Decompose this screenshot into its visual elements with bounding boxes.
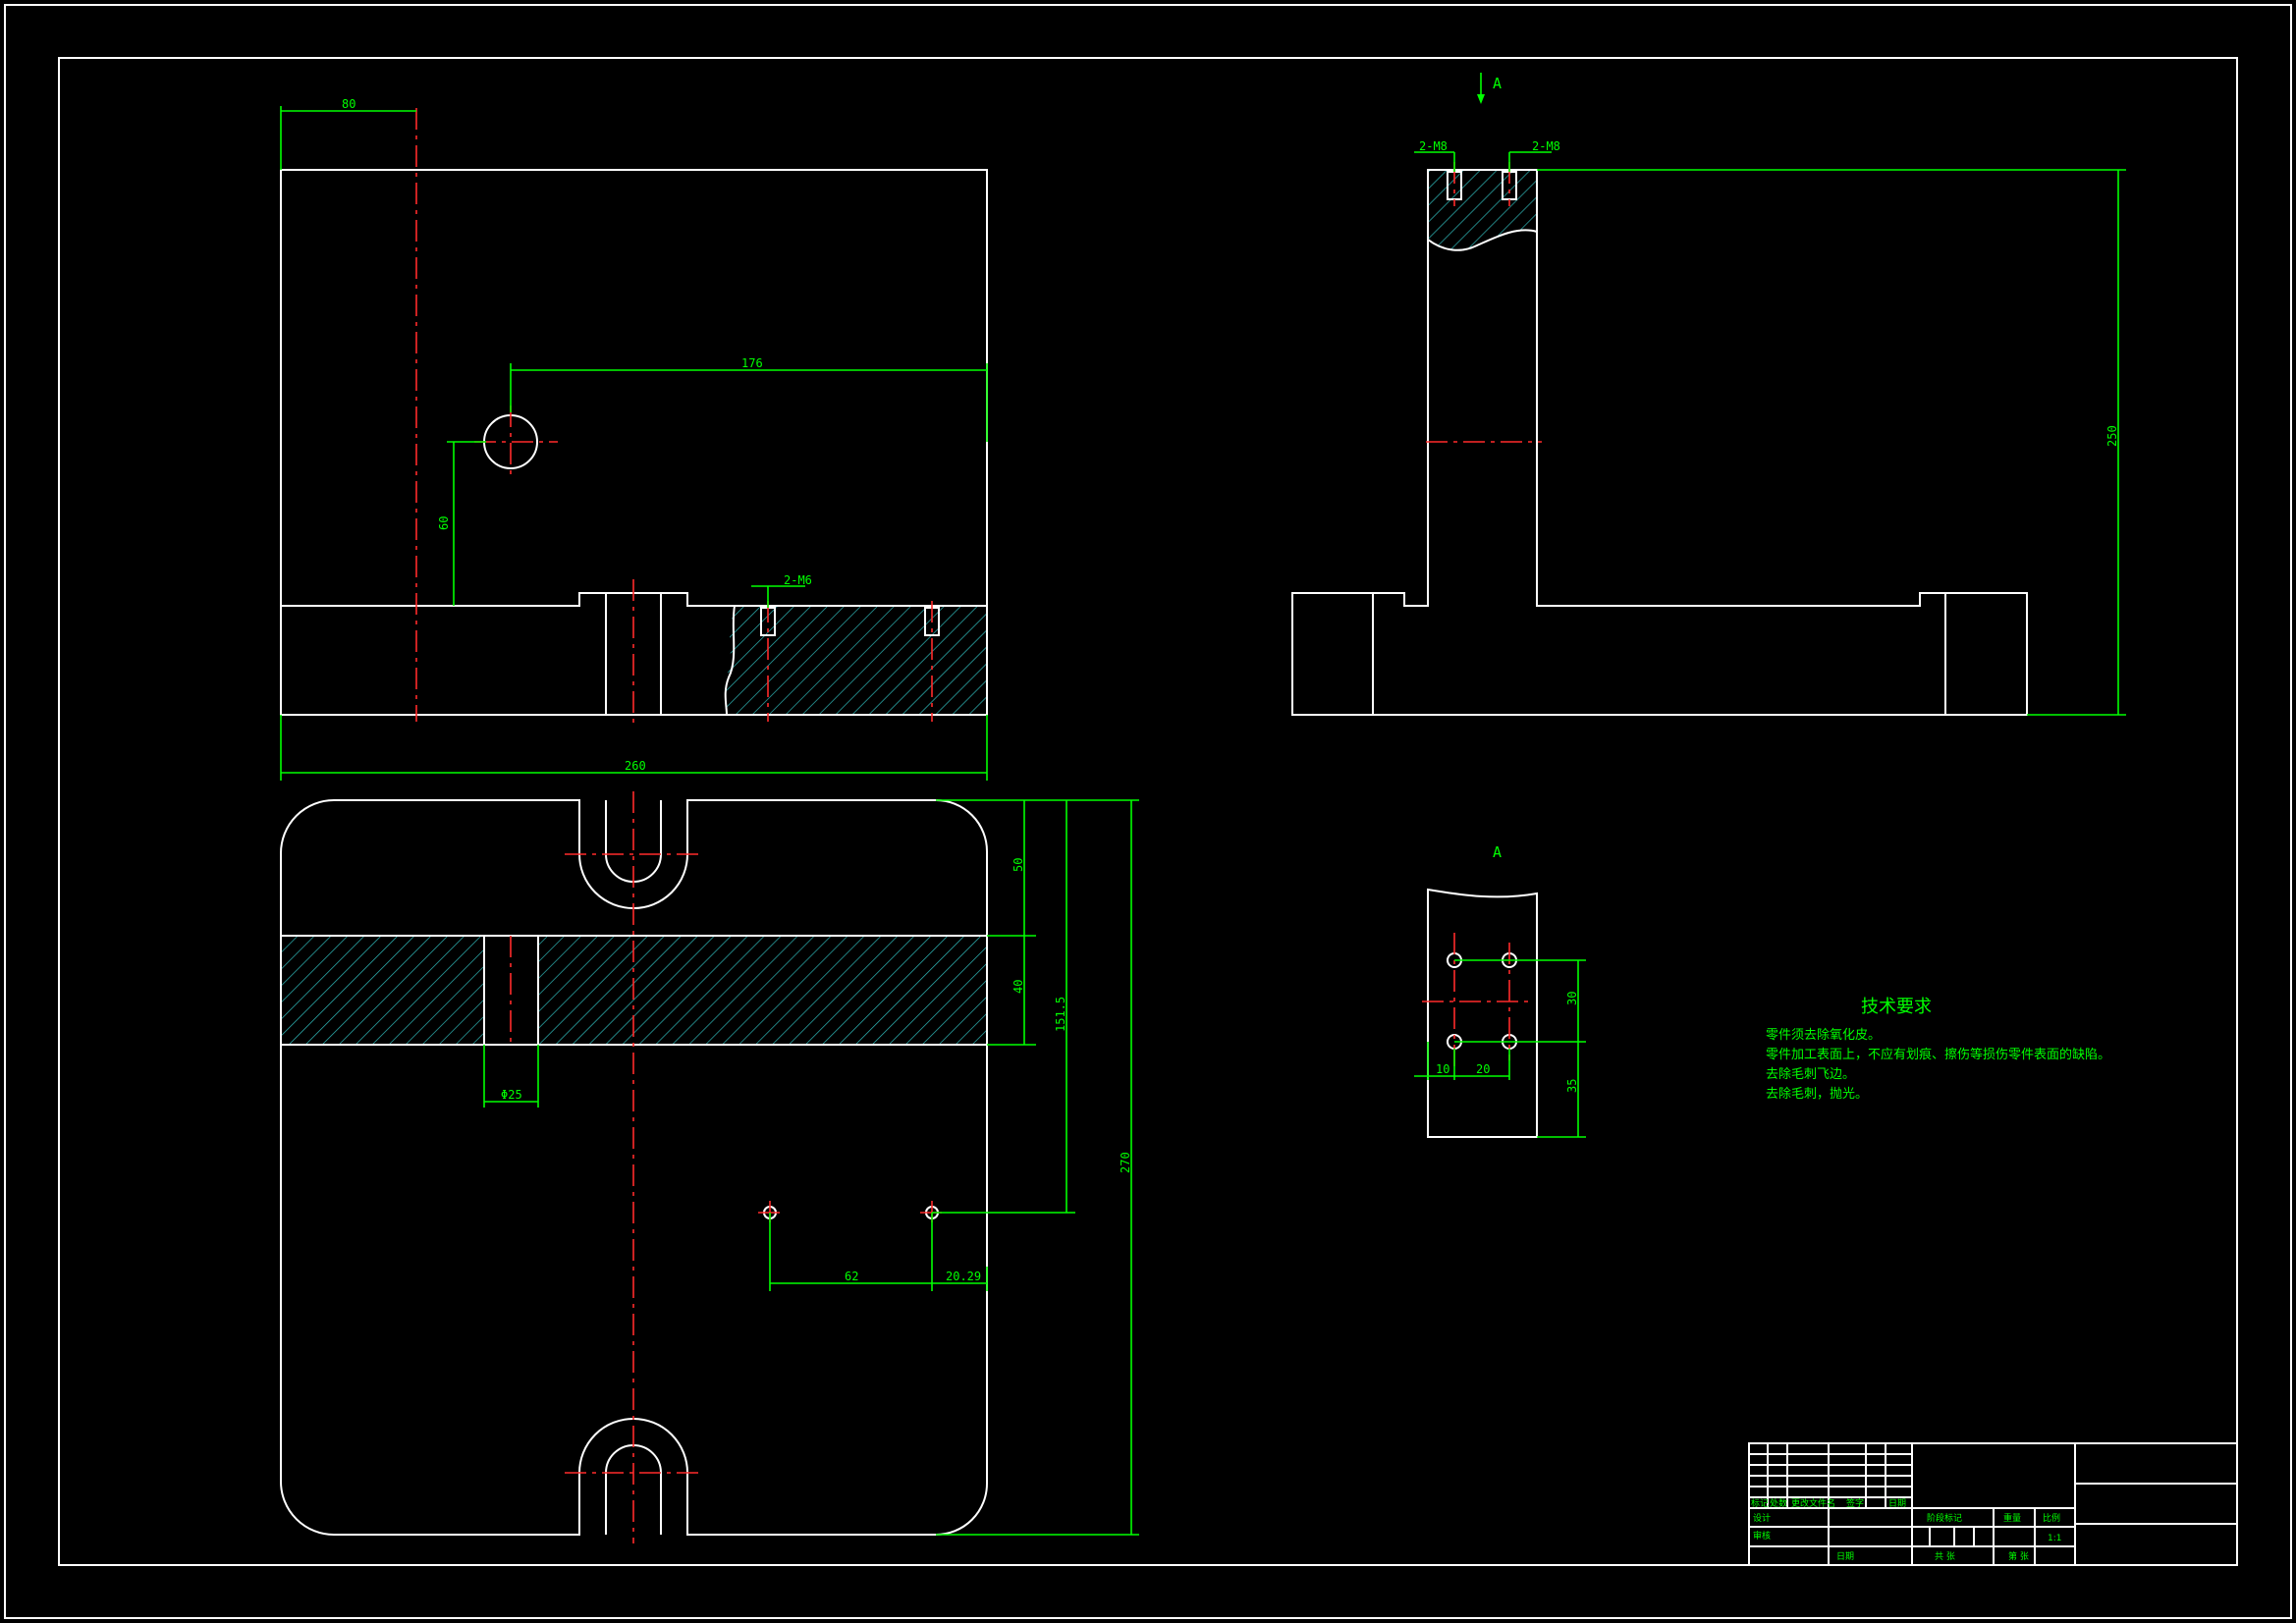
technical-requirements: 技术要求 零件须去除氧化皮。 零件加工表面上，不应有划痕、擦伤等损伤零件表面的缺… bbox=[1766, 997, 2110, 1102]
dim-270: 270 bbox=[1119, 1152, 1132, 1173]
top-view: 50 40 151.5 270 Φ25 62 20.29 bbox=[280, 791, 1139, 1543]
tech-req-line-3: 去除毛刺飞边。 bbox=[1766, 1067, 1855, 1082]
tb-label-mark: 标记 bbox=[1751, 1497, 1769, 1509]
dim-phi25: Φ25 bbox=[501, 1088, 522, 1102]
tb-review: 审核 bbox=[1753, 1530, 1771, 1542]
outer-sheet-border bbox=[4, 4, 2292, 1619]
tb-label-date: 日期 bbox=[1888, 1498, 1906, 1509]
tech-req-title: 技术要求 bbox=[1861, 997, 1932, 1017]
tb-label-count: 处数 bbox=[1770, 1497, 1787, 1509]
side-view: A 2-M8 2-M8 250 bbox=[1291, 73, 2126, 716]
dim-50: 50 bbox=[1011, 858, 1025, 872]
tb-sheets-total: 共 张 bbox=[1935, 1551, 1955, 1562]
tb-stage-mark: 阶段标记 bbox=[1927, 1512, 1962, 1524]
tb-scale: 比例 bbox=[2043, 1512, 2060, 1524]
tech-req-line-2: 零件加工表面上，不应有划痕、擦伤等损伤零件表面的缺陷。 bbox=[1766, 1047, 2110, 1062]
dim-2-m8-right: 2-M8 bbox=[1532, 139, 1560, 153]
dim-40: 40 bbox=[1011, 980, 1025, 994]
tb-label-sign: 签字 bbox=[1846, 1497, 1864, 1509]
tb-label-change-doc: 更改文件名 bbox=[1791, 1497, 1835, 1509]
detail-view-label: A bbox=[1493, 843, 1502, 861]
dim-2-m8-left: 2-M8 bbox=[1419, 139, 1448, 153]
tb-scale-value: 1:1 bbox=[2048, 1534, 2061, 1543]
dim-60: 60 bbox=[437, 516, 451, 530]
front-view: 80 176 60 2-M6 260 bbox=[280, 97, 988, 781]
dim-151-5: 151.5 bbox=[1054, 997, 1067, 1032]
dim-62: 62 bbox=[845, 1270, 858, 1283]
dim-20-horizontal: 20 bbox=[1476, 1062, 1490, 1076]
tech-req-line-4: 去除毛刺，抛光。 bbox=[1766, 1087, 1868, 1102]
section-arrow-label: A bbox=[1493, 75, 1502, 92]
tb-design: 设计 bbox=[1753, 1512, 1771, 1524]
tb-weight: 重量 bbox=[2003, 1512, 2021, 1524]
dim-2-m6: 2-M6 bbox=[784, 573, 812, 587]
dim-30-vertical: 30 bbox=[1565, 992, 1579, 1005]
detail-view-a: A 30 35 10 20 bbox=[1414, 843, 1586, 1138]
dim-80: 80 bbox=[342, 97, 355, 111]
title-block: 标记 处数 更改文件名 签字 日期 设计 阶段标记 重量 比例 1:1 审核 日… bbox=[1748, 1442, 2238, 1566]
inner-drawing-frame bbox=[58, 57, 2238, 1566]
dim-260: 260 bbox=[625, 759, 646, 773]
dim-20-29: 20.29 bbox=[946, 1270, 981, 1283]
tb-sheet-no: 第 张 bbox=[2008, 1550, 2029, 1562]
tb-approve: 日期 bbox=[1836, 1551, 1854, 1562]
dim-176: 176 bbox=[741, 356, 763, 370]
dim-250: 250 bbox=[2105, 425, 2119, 447]
dim-10-horizontal: 10 bbox=[1436, 1062, 1449, 1076]
dim-35-vertical: 35 bbox=[1565, 1079, 1579, 1093]
tech-req-line-1: 零件须去除氧化皮。 bbox=[1766, 1028, 1881, 1043]
